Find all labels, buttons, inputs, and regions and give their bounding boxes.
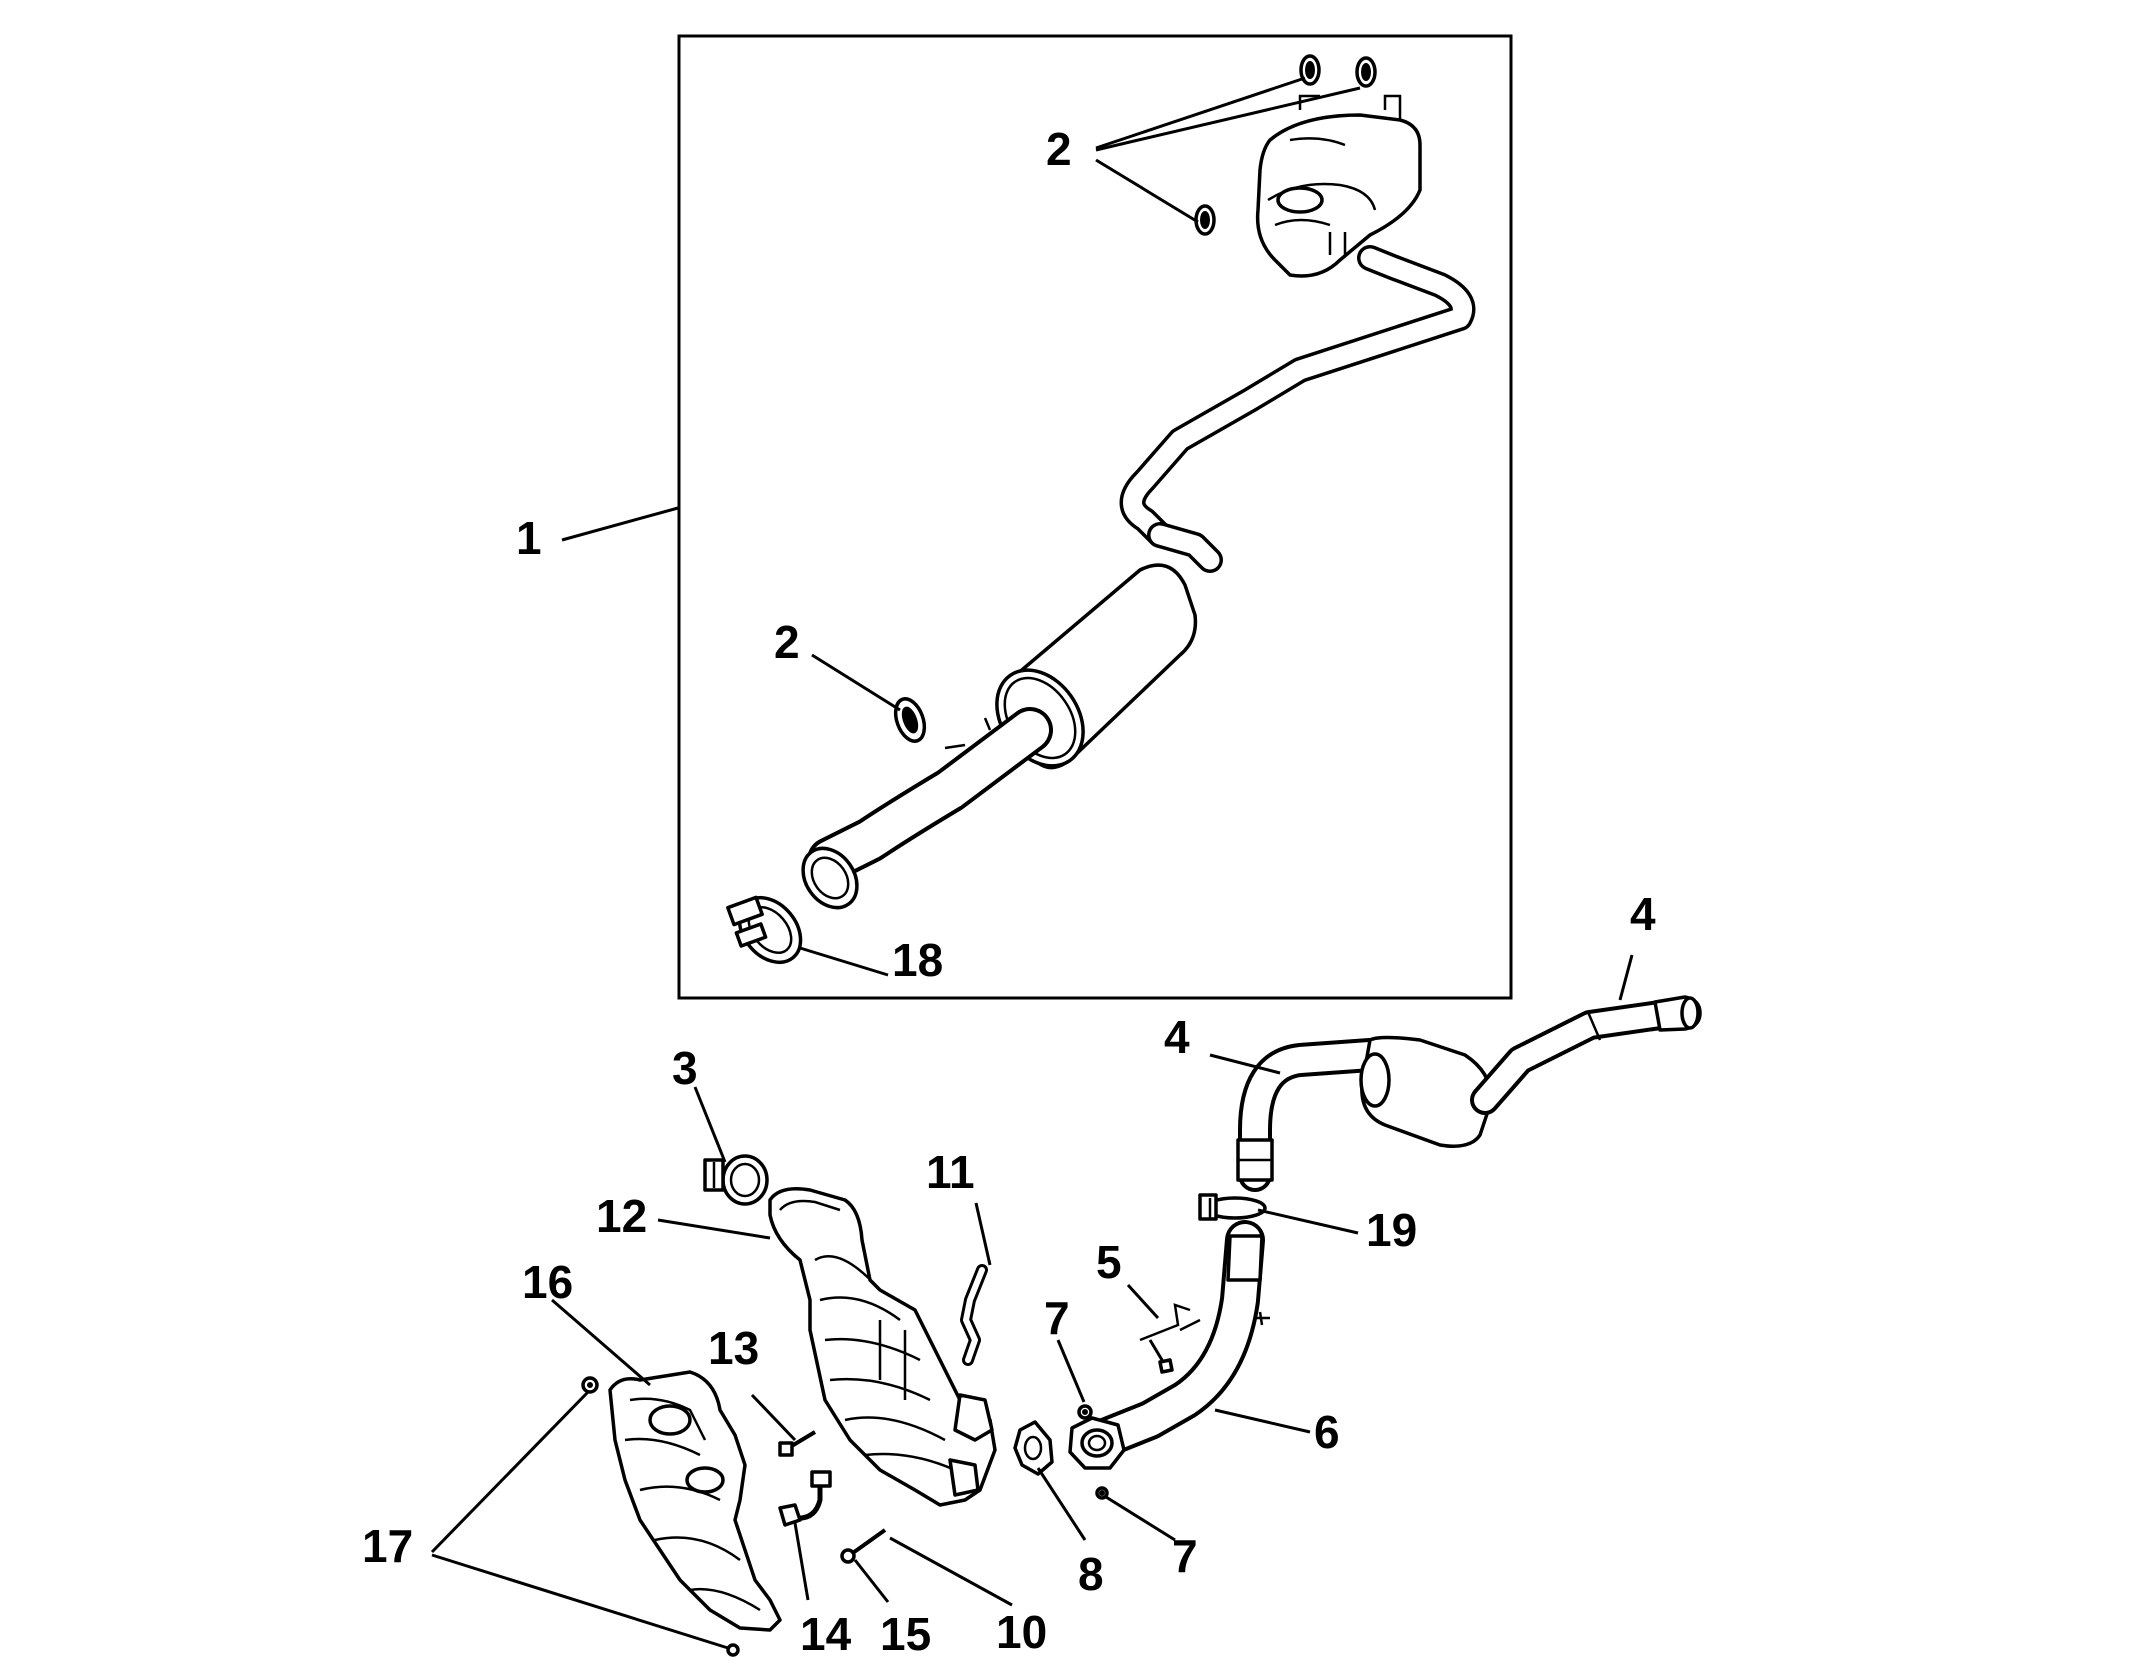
catalytic-converter-12 <box>768 1187 997 1507</box>
isolator-top-right <box>1355 56 1377 88</box>
callout-15: 15 <box>880 1608 931 1660</box>
callout-7-lower: 7 <box>1172 1530 1198 1582</box>
callout-18: 18 <box>892 934 943 986</box>
callout-4-left: 4 <box>1164 1011 1190 1063</box>
isolator-top-left <box>1299 54 1321 86</box>
stud-13 <box>778 1430 817 1457</box>
callout-1: 1 <box>516 512 542 564</box>
front-pipe-6 <box>1068 1220 1270 1470</box>
callout-4-right: 4 <box>1630 888 1656 940</box>
band-clamp-19 <box>1198 1193 1267 1221</box>
leader-lines <box>430 76 1634 1650</box>
bracket-bolt-5 <box>1148 1339 1174 1374</box>
callout-6: 6 <box>1314 1406 1340 1458</box>
callout-2-lower: 2 <box>774 616 800 668</box>
assembly-frame <box>677 34 1513 1000</box>
nut-7-lower <box>1095 1486 1109 1500</box>
clamp-3 <box>703 1154 769 1206</box>
rear-muffler-assembly <box>801 94 1476 910</box>
callout-10: 10 <box>996 1606 1047 1658</box>
intermediate-pipe-4 <box>1236 995 1702 1192</box>
callout-11: 11 <box>926 1146 975 1198</box>
callout-17: 17 <box>362 1520 413 1572</box>
callout-2-top: 2 <box>1046 123 1072 175</box>
callout-12: 12 <box>596 1190 647 1242</box>
callout-8: 8 <box>1078 1548 1104 1600</box>
isolator-mid <box>1194 204 1216 236</box>
rear-muffler <box>1255 113 1422 278</box>
bolt-15 <box>840 1528 887 1564</box>
callout-16: 16 <box>522 1256 573 1308</box>
callout-7-upper: 7 <box>1044 1292 1070 1344</box>
gasket-8 <box>1013 1420 1054 1476</box>
callout-labels: 1 2 2 18 4 4 3 11 12 19 5 16 7 13 6 17 7… <box>362 123 1656 1660</box>
heat-shield-16 <box>608 1370 782 1632</box>
isolator-lower <box>893 697 927 743</box>
callout-5: 5 <box>1096 1236 1122 1288</box>
callout-14: 14 <box>800 1608 852 1660</box>
nut-7-upper <box>1077 1404 1093 1420</box>
band-clamp-18 <box>726 895 803 964</box>
sensor-14 <box>778 1470 832 1527</box>
sensor-tube-11 <box>960 1264 988 1366</box>
bolt-17-top <box>581 1376 599 1394</box>
bolt-17-bottom <box>726 1643 740 1657</box>
rear-assembly-inlet <box>801 846 859 910</box>
callout-19: 19 <box>1366 1204 1417 1256</box>
callout-3: 3 <box>672 1042 698 1094</box>
callout-13: 13 <box>708 1322 759 1374</box>
